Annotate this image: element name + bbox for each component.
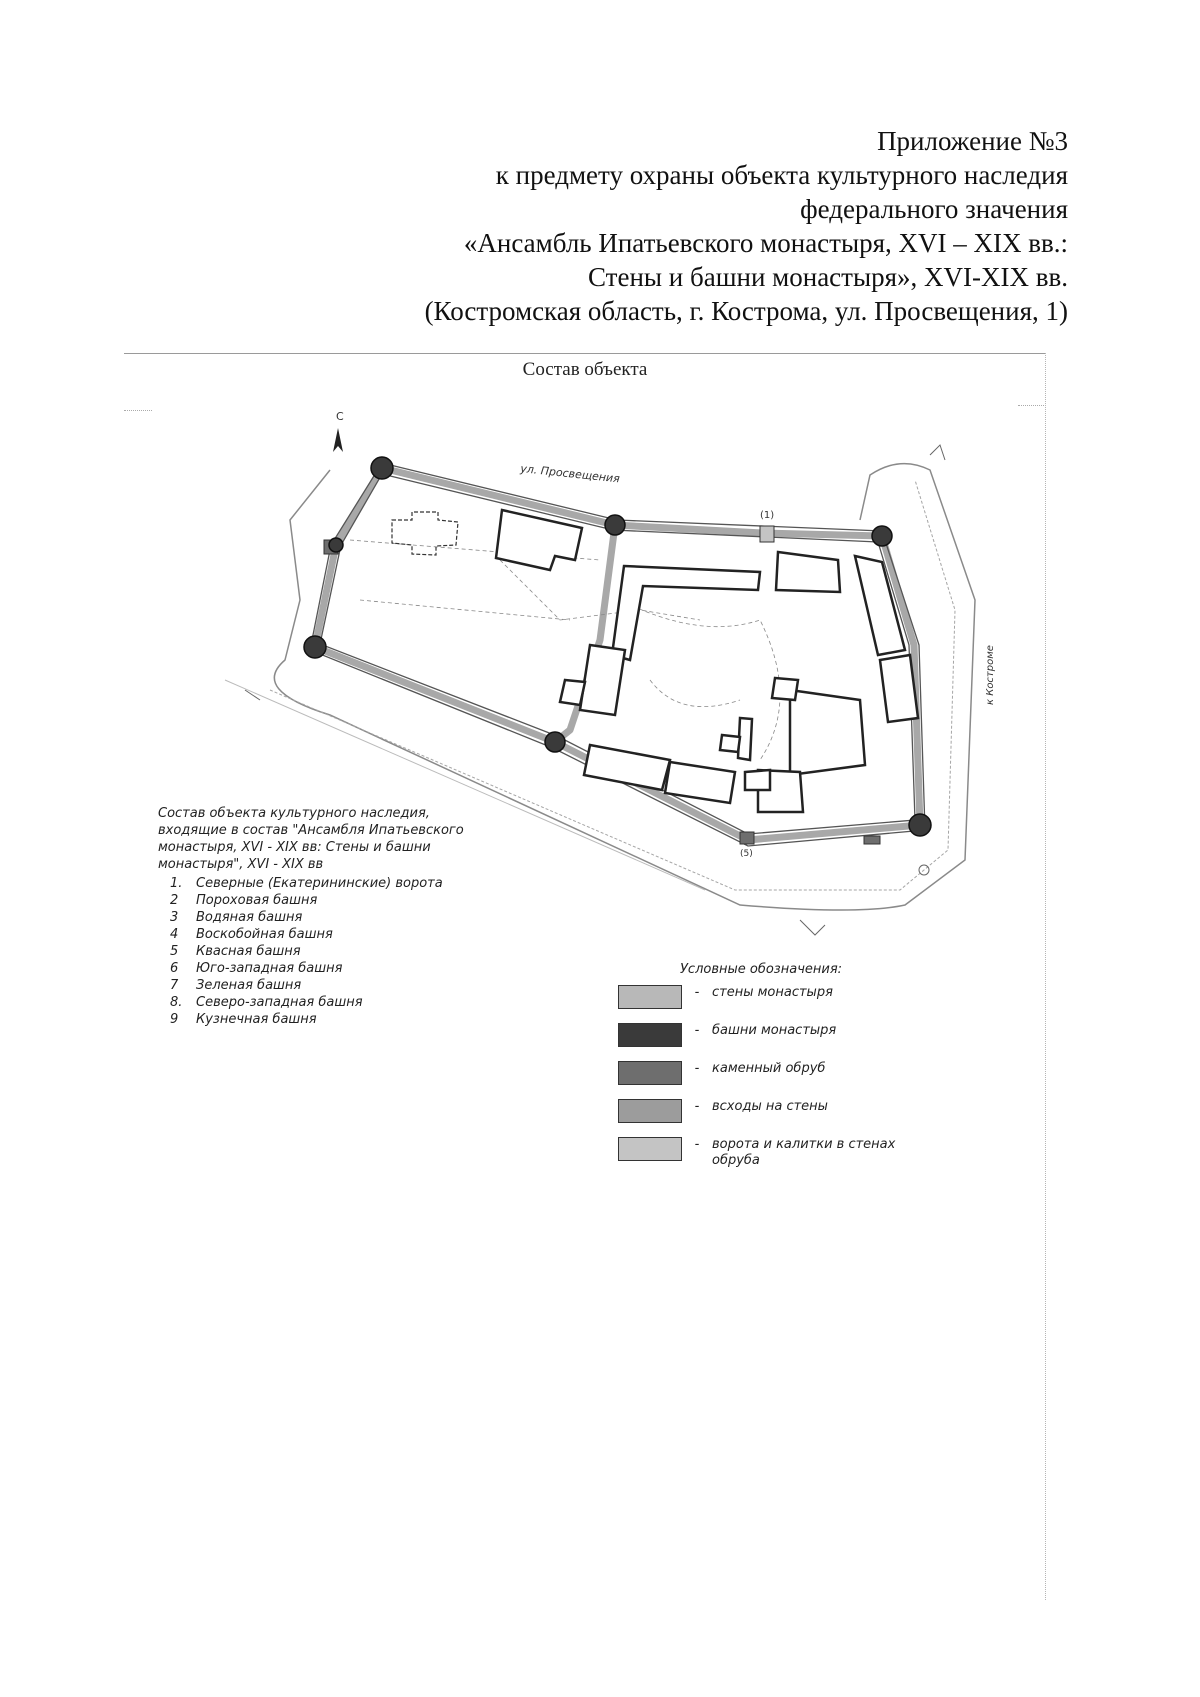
legend-entry: - стены монастыря xyxy=(618,985,938,1023)
item-name: Пороховая башня xyxy=(196,893,318,908)
item-number: 2 xyxy=(170,893,179,908)
list-item: 4 Воскобойная башня xyxy=(158,926,488,943)
item-number: 4 xyxy=(170,927,179,942)
side-street-label: к Костроме xyxy=(985,645,996,705)
frame-top-border xyxy=(124,353,1046,354)
church-outline xyxy=(391,511,459,556)
item-name: Юго-западная башня xyxy=(196,961,343,976)
item-name: Водяная башня xyxy=(196,910,303,925)
list-item: 6 Юго-западная башня xyxy=(158,960,488,977)
item-name: Квасная башня xyxy=(196,944,301,959)
legend-entry: - каменный обруб xyxy=(618,1061,938,1099)
site-plan: С ул. Просвещения к Костроме xyxy=(224,410,996,936)
list-item: 9 Кузнечная башня xyxy=(158,1011,488,1028)
legend-swatch xyxy=(618,1137,682,1161)
north-label: С xyxy=(336,410,344,423)
tower-marker xyxy=(871,525,893,547)
legend-label: каменный обруб xyxy=(712,1061,826,1076)
legend-label: стены монастыря xyxy=(712,985,833,1000)
legend-entry: - ворота и калитки в стенах обруба xyxy=(618,1137,938,1175)
item-name: Кузнечная башня xyxy=(196,1012,317,1027)
walls-outline xyxy=(309,462,926,847)
revetment-inner xyxy=(269,479,956,891)
plan-title: Состав объекта xyxy=(522,359,648,380)
header-line: к предмету охраны объекта культурного на… xyxy=(495,160,1068,190)
frame-right-border xyxy=(1045,353,1046,1600)
document-header: Приложение №3 к предмету охраны объекта … xyxy=(425,124,1068,328)
item-name: Северо-западная башня xyxy=(196,995,363,1010)
buildings xyxy=(494,508,920,814)
legend-swatch xyxy=(618,1023,682,1047)
tower-marker xyxy=(328,537,344,553)
header-line: (Костромская область, г. Кострома, ул. П… xyxy=(424,296,1068,326)
margin-mark xyxy=(1018,405,1044,406)
item-number: 7 xyxy=(170,978,179,993)
header-line: «Ансамбль Ипатьевского монастыря, XVI – … xyxy=(463,228,1068,258)
item-number: 5 xyxy=(170,944,179,959)
item-number: 3 xyxy=(170,910,179,925)
tower-marker xyxy=(544,731,566,753)
appendix-title: Приложение №3 xyxy=(877,126,1068,156)
item-number: 1. xyxy=(170,876,183,891)
street-label: ул. Просвещения xyxy=(519,462,621,486)
road-edge xyxy=(224,679,706,891)
legend-label: башни монастыря xyxy=(712,1023,837,1038)
towers xyxy=(303,456,932,837)
item-number: 8. xyxy=(170,995,183,1010)
list-item: 1. Северные (Екатерининские) ворота xyxy=(158,875,488,892)
gate-marker-5: (5) xyxy=(740,849,753,859)
composition-intro: Состав объекта культурного наследия, вхо… xyxy=(158,806,464,872)
tower-marker xyxy=(303,635,327,659)
tower-marker xyxy=(908,813,932,837)
revetment-details xyxy=(244,444,946,936)
legend-label: всходы на стены xyxy=(712,1099,828,1114)
list-item: 3 Водяная башня xyxy=(158,909,488,926)
list-item: 7 Зеленая башня xyxy=(158,977,488,994)
margin-mark xyxy=(124,410,152,411)
item-name: Зеленая башня xyxy=(196,978,302,993)
tower-marker xyxy=(604,514,626,536)
header-line: Стены и башни монастыря», XVI-XIX вв. xyxy=(588,262,1068,292)
tower-marker xyxy=(370,456,394,480)
legend-label: ворота и калитки в стенах обруба xyxy=(712,1137,896,1168)
item-number: 6 xyxy=(170,961,179,976)
north-arrow-icon: С xyxy=(333,410,344,452)
composition-list: Состав объекта культурного наследия, вхо… xyxy=(158,805,488,1028)
item-number: 9 xyxy=(170,1012,179,1027)
legend-swatch xyxy=(618,1099,682,1123)
gate-marker-1: (1) xyxy=(760,510,774,521)
list-item: 5 Квасная башня xyxy=(158,943,488,960)
legend-entry: - башни монастыря xyxy=(618,1023,938,1061)
internal-paths xyxy=(349,539,781,761)
plan-frame: Состав объекта xyxy=(124,353,1046,1600)
item-name: Воскобойная башня xyxy=(196,927,333,942)
legend-title: Условные обозначения: xyxy=(680,962,843,977)
legend-swatch xyxy=(618,985,682,1009)
list-item: 2 Пороховая башня xyxy=(158,892,488,909)
legend-entry: - всходы на стены xyxy=(618,1099,938,1137)
list-item: 8. Северо-западная башня xyxy=(158,994,488,1011)
header-line: федерального значения xyxy=(800,194,1068,224)
map-legend: Условные обозначения: - стены монастыря … xyxy=(618,962,938,1175)
legend-swatch xyxy=(618,1061,682,1085)
revetment-outline xyxy=(273,462,976,911)
item-name: Северные (Екатерининские) ворота xyxy=(196,876,443,891)
